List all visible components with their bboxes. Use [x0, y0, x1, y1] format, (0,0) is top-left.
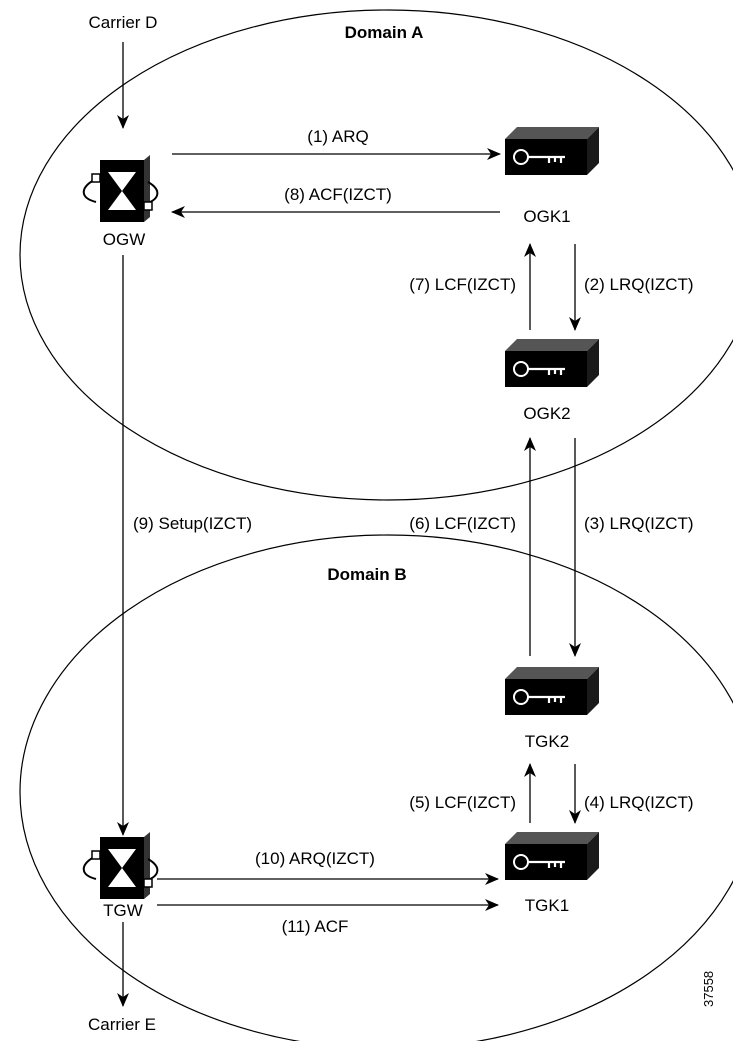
- carrier-e-label: Carrier E: [88, 1015, 156, 1034]
- domain-a-boundary: [19, 9, 733, 501]
- message-2-label: (2) LRQ(IZCT): [584, 275, 694, 294]
- figure-id: 37558: [701, 971, 716, 1007]
- gateway-router-icon: [82, 154, 159, 223]
- message-8-label: (8) ACF(IZCT): [284, 185, 392, 204]
- gatekeeper-key-icon: [503, 830, 601, 882]
- gatekeeper-key-icon: [503, 125, 601, 177]
- node-ogk1-label: OGK1: [523, 207, 570, 226]
- gateway-router-icon: [82, 831, 159, 900]
- domain-b-label: Domain B: [327, 565, 406, 584]
- gatekeeper-key-icon: [503, 337, 601, 389]
- message-10-label: (10) ARQ(IZCT): [255, 849, 375, 868]
- domain-b-boundary: [19, 534, 733, 1041]
- message-1-label: (1) ARQ: [307, 127, 368, 146]
- message-6-label: (6) LCF(IZCT): [409, 514, 516, 533]
- gatekeeper-key-icon: [503, 665, 601, 717]
- message-4-label: (4) LRQ(IZCT): [584, 793, 694, 812]
- message-11-label: (11) ACF: [282, 917, 349, 936]
- node-ogk2-label: OGK2: [523, 404, 570, 423]
- message-7-label: (7) LCF(IZCT): [409, 275, 516, 294]
- node-tgw-label: TGW: [103, 901, 143, 920]
- node-tgk1-label: TGK1: [525, 896, 569, 915]
- carrier-d-label: Carrier D: [89, 13, 158, 32]
- message-3-label: (3) LRQ(IZCT): [584, 514, 694, 533]
- domain-a-label: Domain A: [345, 23, 424, 42]
- node-tgk2-label: TGK2: [525, 732, 569, 751]
- message-9-label: (9) Setup(IZCT): [133, 514, 252, 533]
- message-5-label: (5) LCF(IZCT): [409, 793, 516, 812]
- node-ogw-label: OGW: [103, 230, 146, 249]
